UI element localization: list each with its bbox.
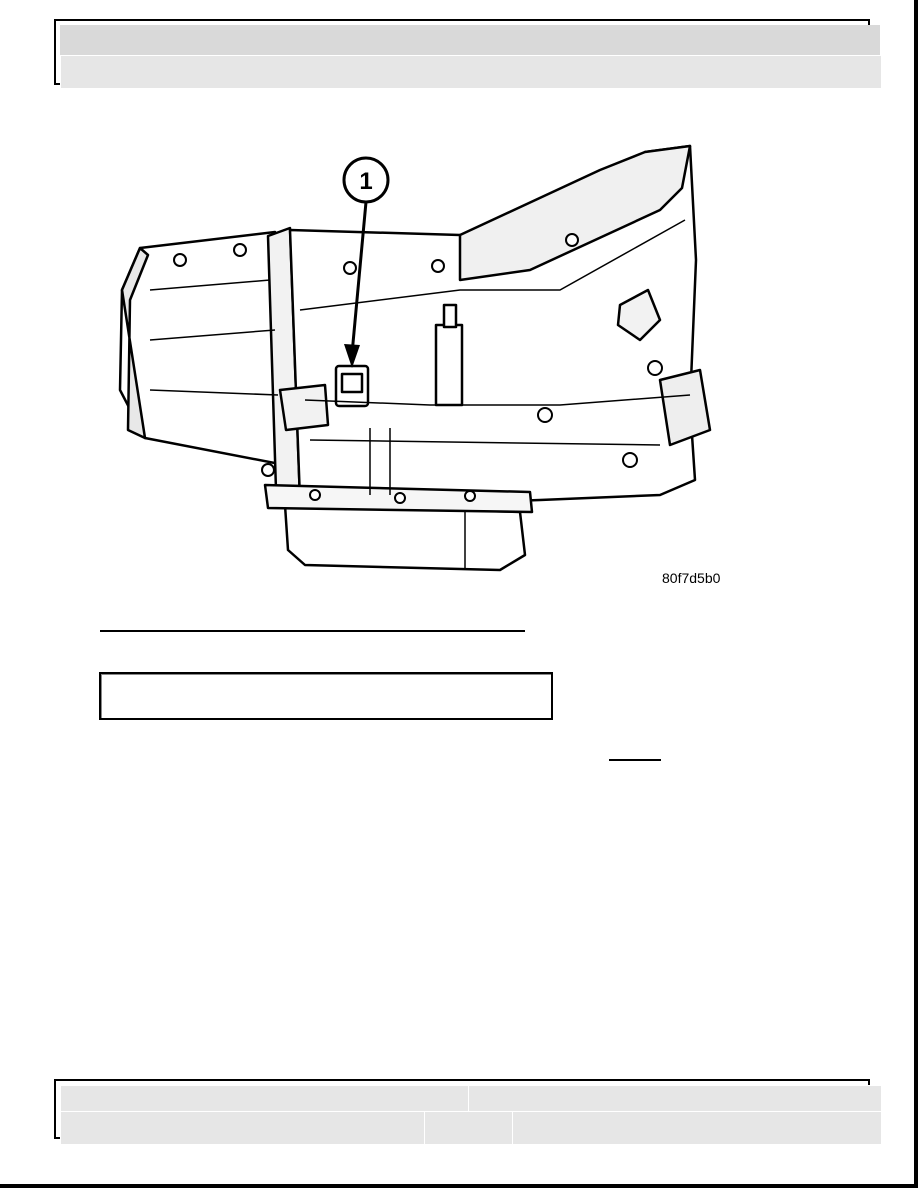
document-header bbox=[54, 19, 882, 89]
tail-seal bbox=[658, 368, 712, 447]
section-rule bbox=[100, 630, 525, 632]
footer-cell-d bbox=[424, 1111, 526, 1145]
vertical-post bbox=[434, 323, 464, 407]
caption-box bbox=[99, 672, 553, 720]
callout-arrowhead bbox=[344, 344, 360, 368]
header-subtitle bbox=[60, 55, 882, 89]
callout-leader bbox=[350, 201, 368, 355]
oil-pan bbox=[283, 503, 527, 572]
transmission-illustration: 1 bbox=[118, 144, 712, 572]
extension-housing bbox=[458, 144, 692, 282]
footer-cell-e bbox=[512, 1111, 882, 1145]
link-underline bbox=[609, 759, 661, 761]
footer-cell-c bbox=[60, 1111, 438, 1145]
mount-boss-left bbox=[278, 383, 330, 432]
document-footer bbox=[54, 1079, 882, 1145]
figure-code: 80f7d5b0 bbox=[662, 570, 721, 586]
caption-text bbox=[101, 674, 551, 684]
bell-housing-face bbox=[120, 246, 150, 440]
rear-mount bbox=[616, 288, 662, 342]
callout-1: 1 bbox=[342, 156, 390, 368]
callout-number: 1 bbox=[359, 168, 372, 195]
